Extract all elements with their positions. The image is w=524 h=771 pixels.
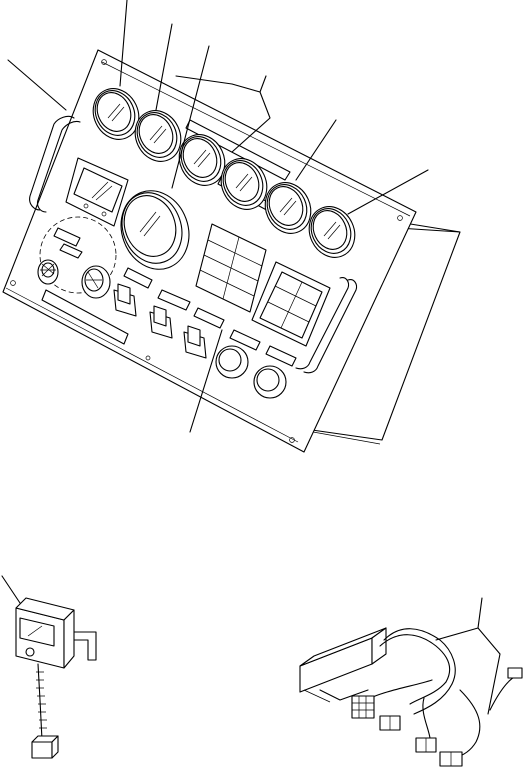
leader-line bbox=[295, 119, 337, 181]
instrument-panel bbox=[2, 49, 461, 453]
small-gauge bbox=[178, 134, 226, 186]
warning-lamp-block bbox=[195, 223, 267, 313]
screw-hole bbox=[101, 59, 107, 65]
leader-line bbox=[171, 45, 210, 189]
small-gauge-row bbox=[92, 88, 356, 258]
screw-hole bbox=[10, 280, 16, 286]
leader-line bbox=[155, 23, 173, 111]
rotary-switches bbox=[113, 283, 207, 359]
leader-lines bbox=[7, 0, 429, 433]
leader-line bbox=[435, 627, 501, 655]
detail-callout-circle bbox=[39, 216, 117, 294]
large-gauge bbox=[120, 190, 190, 270]
voltmeter bbox=[65, 157, 129, 227]
push-buttons bbox=[215, 345, 287, 399]
leader-line bbox=[7, 59, 67, 111]
small-gauge bbox=[134, 110, 182, 162]
small-gauge bbox=[92, 88, 140, 140]
leader-line bbox=[119, 0, 128, 87]
screw-hole bbox=[397, 215, 403, 221]
right-handle bbox=[295, 277, 358, 374]
left-handle bbox=[29, 115, 81, 213]
indicator-window bbox=[251, 261, 331, 347]
small-gauge bbox=[308, 206, 356, 258]
screw-hole bbox=[145, 355, 151, 361]
leader-line bbox=[1, 575, 23, 607]
rotary-knob bbox=[81, 265, 111, 299]
small-gauge bbox=[220, 158, 268, 210]
leader-line bbox=[231, 83, 271, 153]
leader-line bbox=[347, 169, 429, 215]
small-gauge bbox=[264, 182, 312, 234]
screw-hole bbox=[289, 437, 295, 443]
key-switch bbox=[37, 259, 59, 285]
wiring-harness-with-relay-box bbox=[299, 597, 523, 767]
leader-line bbox=[189, 329, 223, 433]
remote-meter-box bbox=[1, 575, 97, 759]
